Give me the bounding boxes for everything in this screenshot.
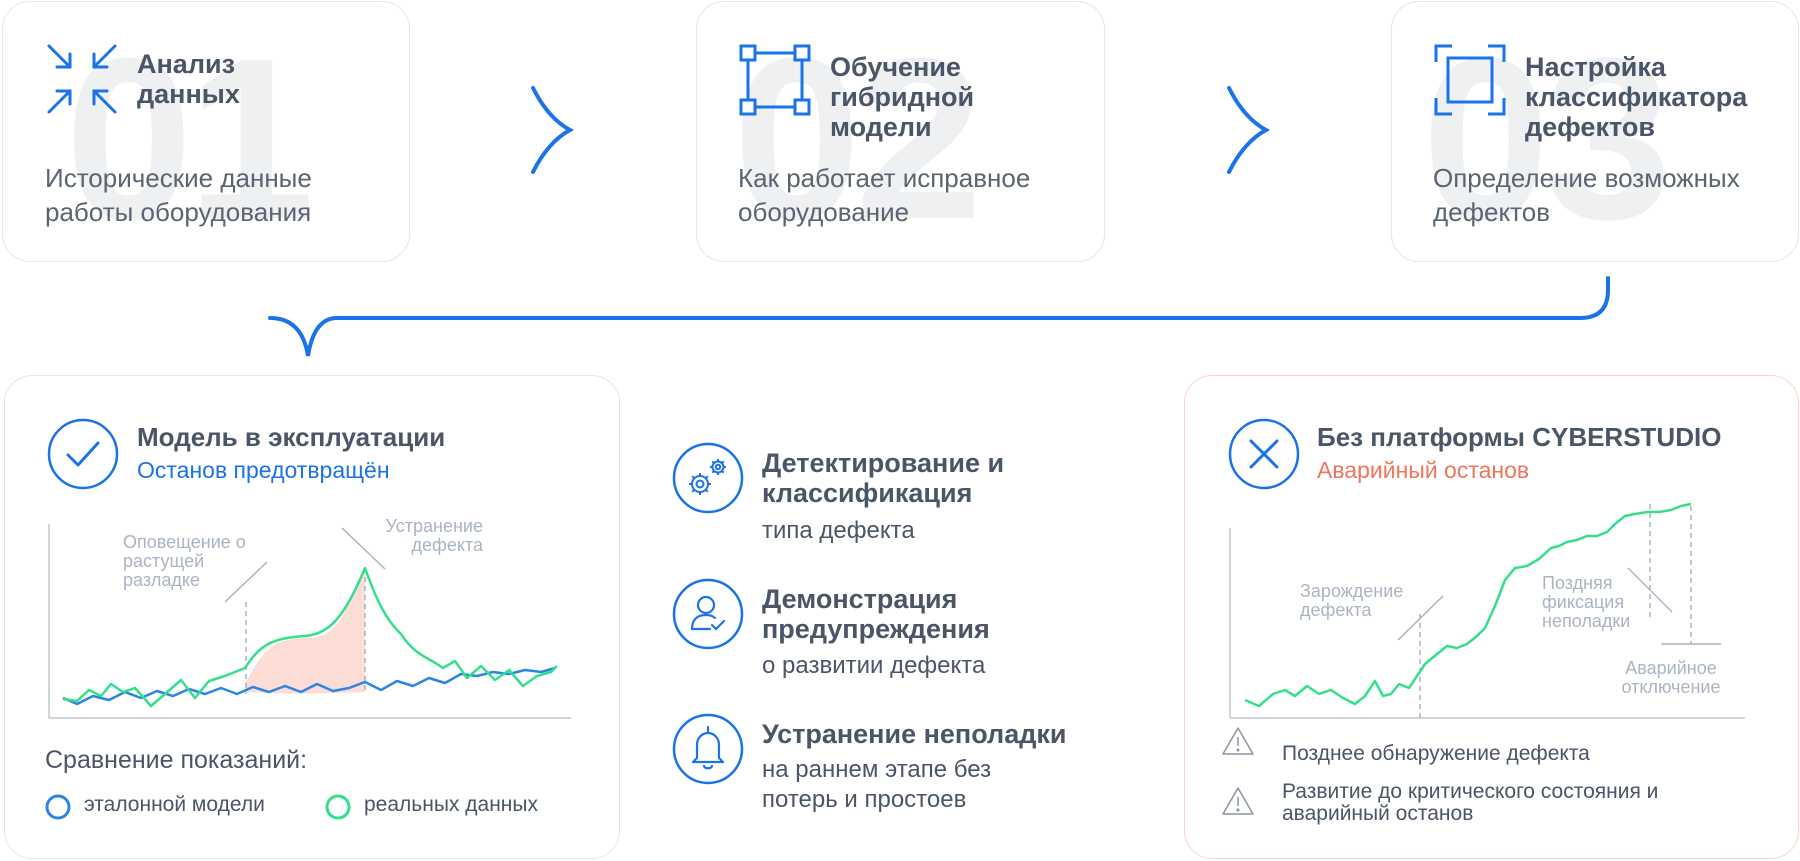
warning-triangle-icon-1	[1222, 727, 1254, 755]
warning-text-1: Позднее обнаружение дефекта	[1282, 742, 1590, 765]
step-number-2: 02	[733, 10, 983, 267]
degradation-chart	[1222, 502, 1745, 815]
degradation-series-line	[1244, 502, 1692, 708]
connector-arrow-2	[1227, 86, 1271, 174]
focus-frame-icon	[1434, 44, 1506, 116]
real-series-line	[62, 566, 558, 708]
close-circle-icon	[1228, 418, 1300, 490]
annotation-warning: Оповещение о растущей разладке	[123, 532, 246, 590]
without-platform-card: Без платформы CYBERSTUDIO Аварийный оста…	[1184, 375, 1799, 859]
step-title-1: Анализ данных	[137, 49, 240, 109]
step-card-1: 01 Анализ данных Исторические данные раб…	[2, 1, 410, 262]
warning-text-2: Развитие до критического состояния и ава…	[1282, 780, 1659, 825]
warning-triangle-icon-2	[1222, 787, 1254, 815]
bell-icon	[672, 713, 744, 785]
return-path-line	[268, 276, 1610, 357]
step-desc-1: Исторические данные работы оборудования	[45, 163, 312, 227]
benefit-desc-2: о развитии дефекта	[762, 652, 986, 679]
legend-real-marker	[325, 794, 351, 820]
with-platform-subtitle: Останов предотвращён	[137, 457, 390, 483]
check-circle-icon	[47, 418, 119, 490]
annotation-late: Поздняя фиксация неполадки	[1542, 573, 1631, 631]
comparison-chart	[45, 524, 571, 820]
with-platform-title: Модель в эксплуатации	[137, 422, 446, 452]
step-card-2: 02 Обучение гибридной модели Как работае…	[696, 1, 1105, 262]
step-desc-2: Как работает исправное оборудование	[738, 163, 1031, 227]
annotation-shutdown: Аварийное отключение	[1621, 658, 1721, 697]
user-check-icon	[672, 578, 744, 650]
step-title-3: Настройка классификатора дефектов	[1525, 52, 1748, 142]
benefit-title-3: Устранение неполадки	[762, 719, 1067, 749]
legend-model-marker	[45, 794, 71, 820]
compress-arrows-icon	[47, 44, 117, 114]
legend-model-label: эталонной модели	[84, 793, 265, 816]
benefit-desc-1: типа дефекта	[762, 517, 915, 544]
step-card-3: 03 Настройка классификатора дефектов Опр…	[1391, 1, 1799, 262]
deviation-fill	[245, 566, 365, 694]
with-platform-card: Модель в эксплуатации Останов предотвращ…	[4, 375, 620, 859]
benefit-desc-3: на раннем этапе без потерь и простоев	[762, 756, 992, 813]
comparison-title: Сравнение показаний:	[45, 746, 308, 774]
without-platform-subtitle: Аварийный останов	[1317, 457, 1530, 483]
connector-arrow-1	[531, 86, 575, 174]
step-number-1: 01	[65, 10, 315, 267]
gears-icon	[672, 442, 744, 514]
benefit-title-1: Детектирование и классификация	[762, 448, 1005, 508]
step-title-2: Обучение гибридной модели	[830, 52, 975, 142]
annotation-fix: Устранение дефекта	[385, 516, 483, 555]
vector-nodes-icon	[739, 44, 811, 116]
legend-real-label: реальных данных	[364, 793, 538, 816]
step-desc-3: Определение возможных дефектов	[1433, 163, 1740, 227]
without-platform-title: Без платформы CYBERSTUDIO	[1317, 422, 1722, 452]
benefit-title-2: Демонстрация предупреждения	[762, 584, 990, 644]
annotation-origin: Зарождение дефекта	[1300, 581, 1404, 620]
step-number-3: 03	[1422, 10, 1672, 267]
